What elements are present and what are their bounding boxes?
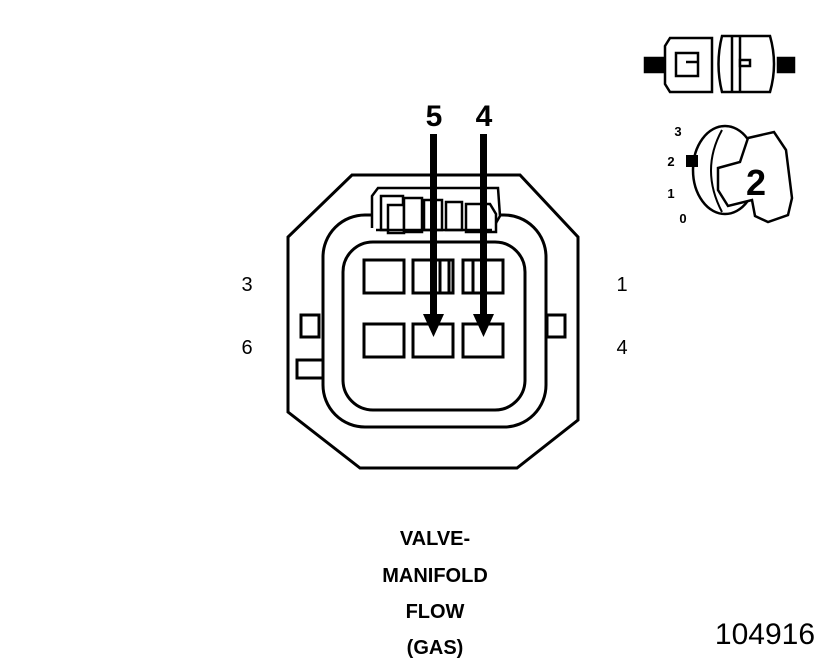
caption-line-1: VALVE-: [399, 528, 471, 550]
terminal-5: [411, 322, 455, 359]
pin-label-1: 1: [616, 274, 627, 296]
pin-label-6: 6: [241, 337, 252, 359]
caption-line-2: MANIFOLD: [382, 565, 488, 587]
left-lower-tab: [295, 358, 327, 380]
locator-key-number: 2: [746, 162, 766, 203]
connector-outer-housing: [286, 173, 580, 470]
caption-line-3: FLOW: [405, 601, 465, 623]
position-label-3: 3: [674, 124, 681, 139]
arrow-label-5: 5: [426, 100, 443, 133]
left-lug: [299, 313, 321, 339]
arrow-label-4: 4: [476, 100, 493, 133]
position-label-0: 0: [679, 211, 686, 226]
position-locator-icon: [686, 124, 794, 224]
right-lug: [545, 313, 567, 339]
position-label-1: 1: [667, 186, 674, 201]
pin-label-3: 3: [241, 274, 252, 296]
terminal-6: [362, 322, 406, 359]
terminal-3: [362, 258, 406, 295]
connector-side-view-icon: [643, 34, 796, 94]
caption-line-4: (GAS): [406, 637, 464, 659]
pin-label-4: 4: [616, 337, 627, 359]
arrow-4: [473, 134, 494, 337]
position-label-2: 2: [667, 154, 674, 169]
arrow-5: [423, 134, 444, 337]
figure-id: 104916: [714, 618, 815, 651]
